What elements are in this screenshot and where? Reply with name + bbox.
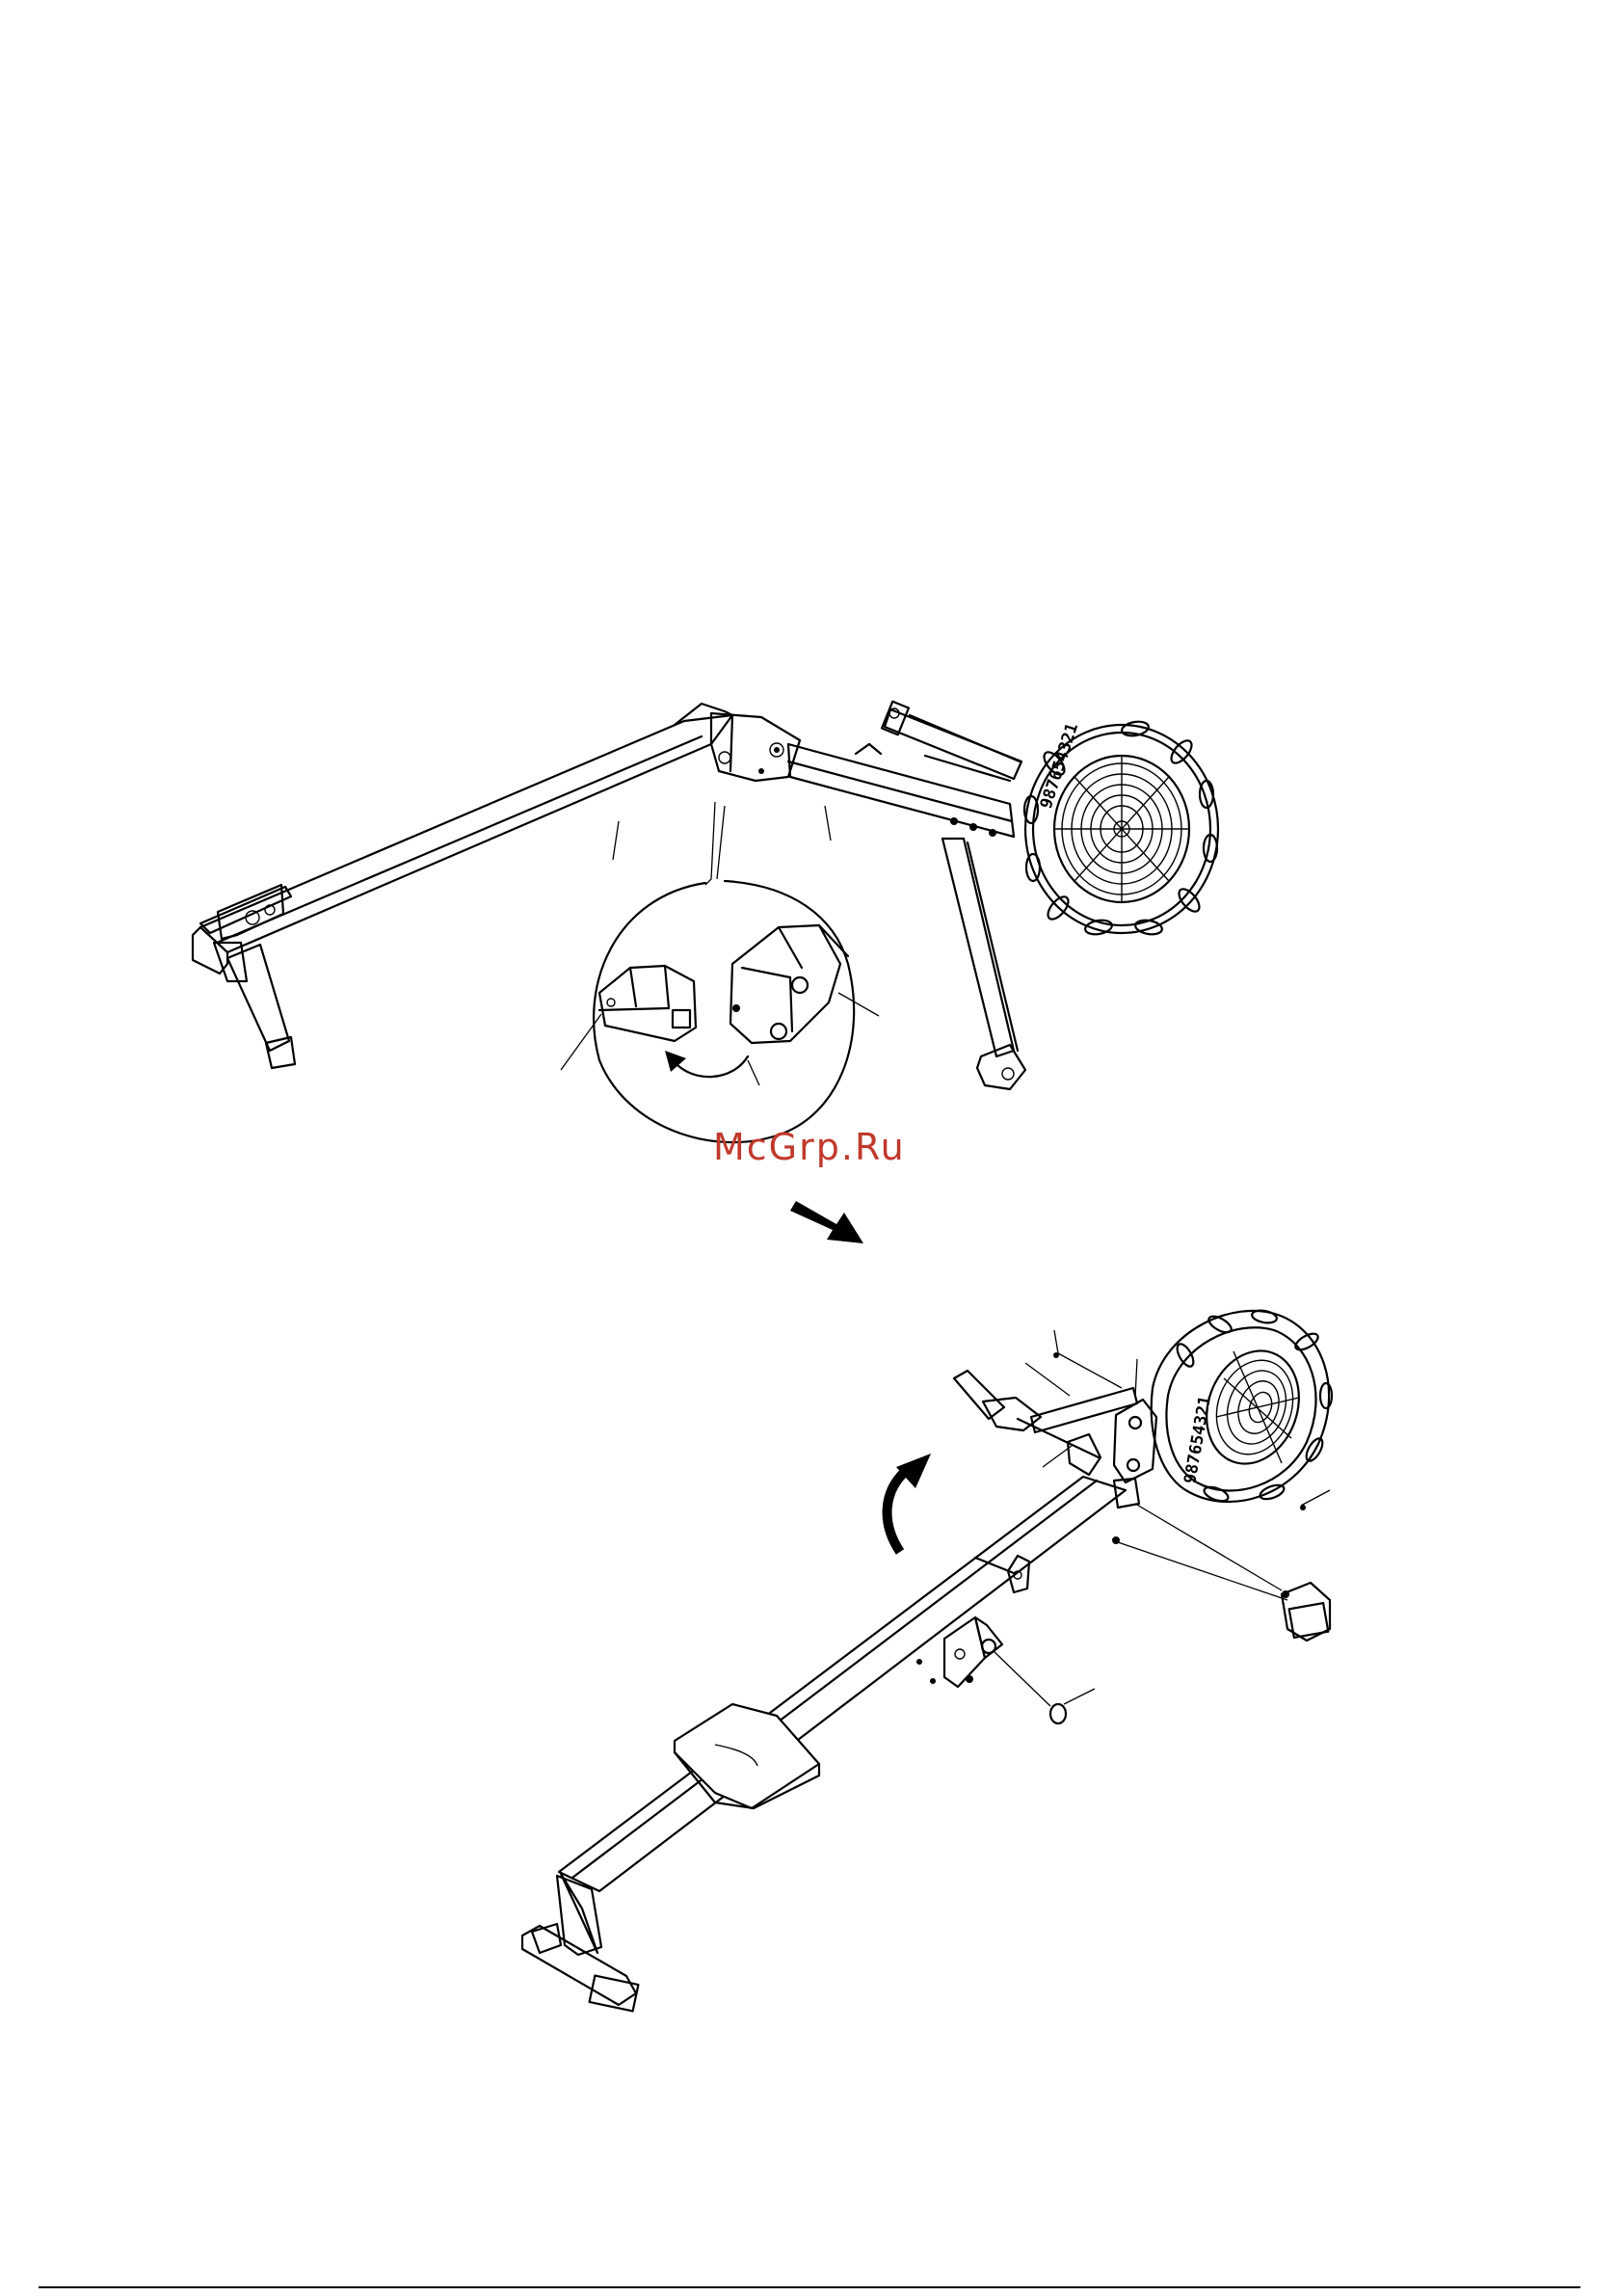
handle-bar <box>954 1371 1137 1475</box>
rear-leg <box>227 945 295 1068</box>
flywheel-housing-top: 987654321 <box>1024 720 1218 937</box>
arrow-down-right-icon <box>790 1201 863 1243</box>
monorail-assembled <box>559 1477 1126 1891</box>
hinge-joint-assembled <box>916 1617 1095 1723</box>
rail-mid-bracket <box>1008 1556 1029 1592</box>
flywheel-mount-bracket <box>1114 1400 1156 1482</box>
detail-left-bracket <box>599 966 696 1041</box>
rear-seat-bracket <box>200 885 291 981</box>
monitor-arm <box>882 702 1021 781</box>
front-rail <box>788 744 1014 837</box>
watermark: McGrp.Ru <box>713 1126 906 1168</box>
rear-foot <box>522 1874 638 2011</box>
monorail-rear <box>193 704 732 974</box>
seat <box>675 1704 819 1808</box>
curved-arrow-icon <box>665 1051 748 1077</box>
detail-zoom-circle <box>561 881 879 1142</box>
front-leg-assembled <box>1112 1479 1330 1641</box>
page-bottom-rule <box>39 2286 1580 2288</box>
hinge-block <box>711 713 800 781</box>
front-leg <box>942 839 1025 1089</box>
folded-rower: 987654321 <box>193 702 1218 1089</box>
flywheel-housing-assembled: 987654321 <box>1152 1309 1332 1504</box>
top-leader-lines <box>613 802 831 885</box>
detail-right-bracket <box>730 925 848 1043</box>
curved-arrow-up-icon <box>888 1454 931 1552</box>
assembled-rower: 987654321 <box>522 1309 1332 2012</box>
